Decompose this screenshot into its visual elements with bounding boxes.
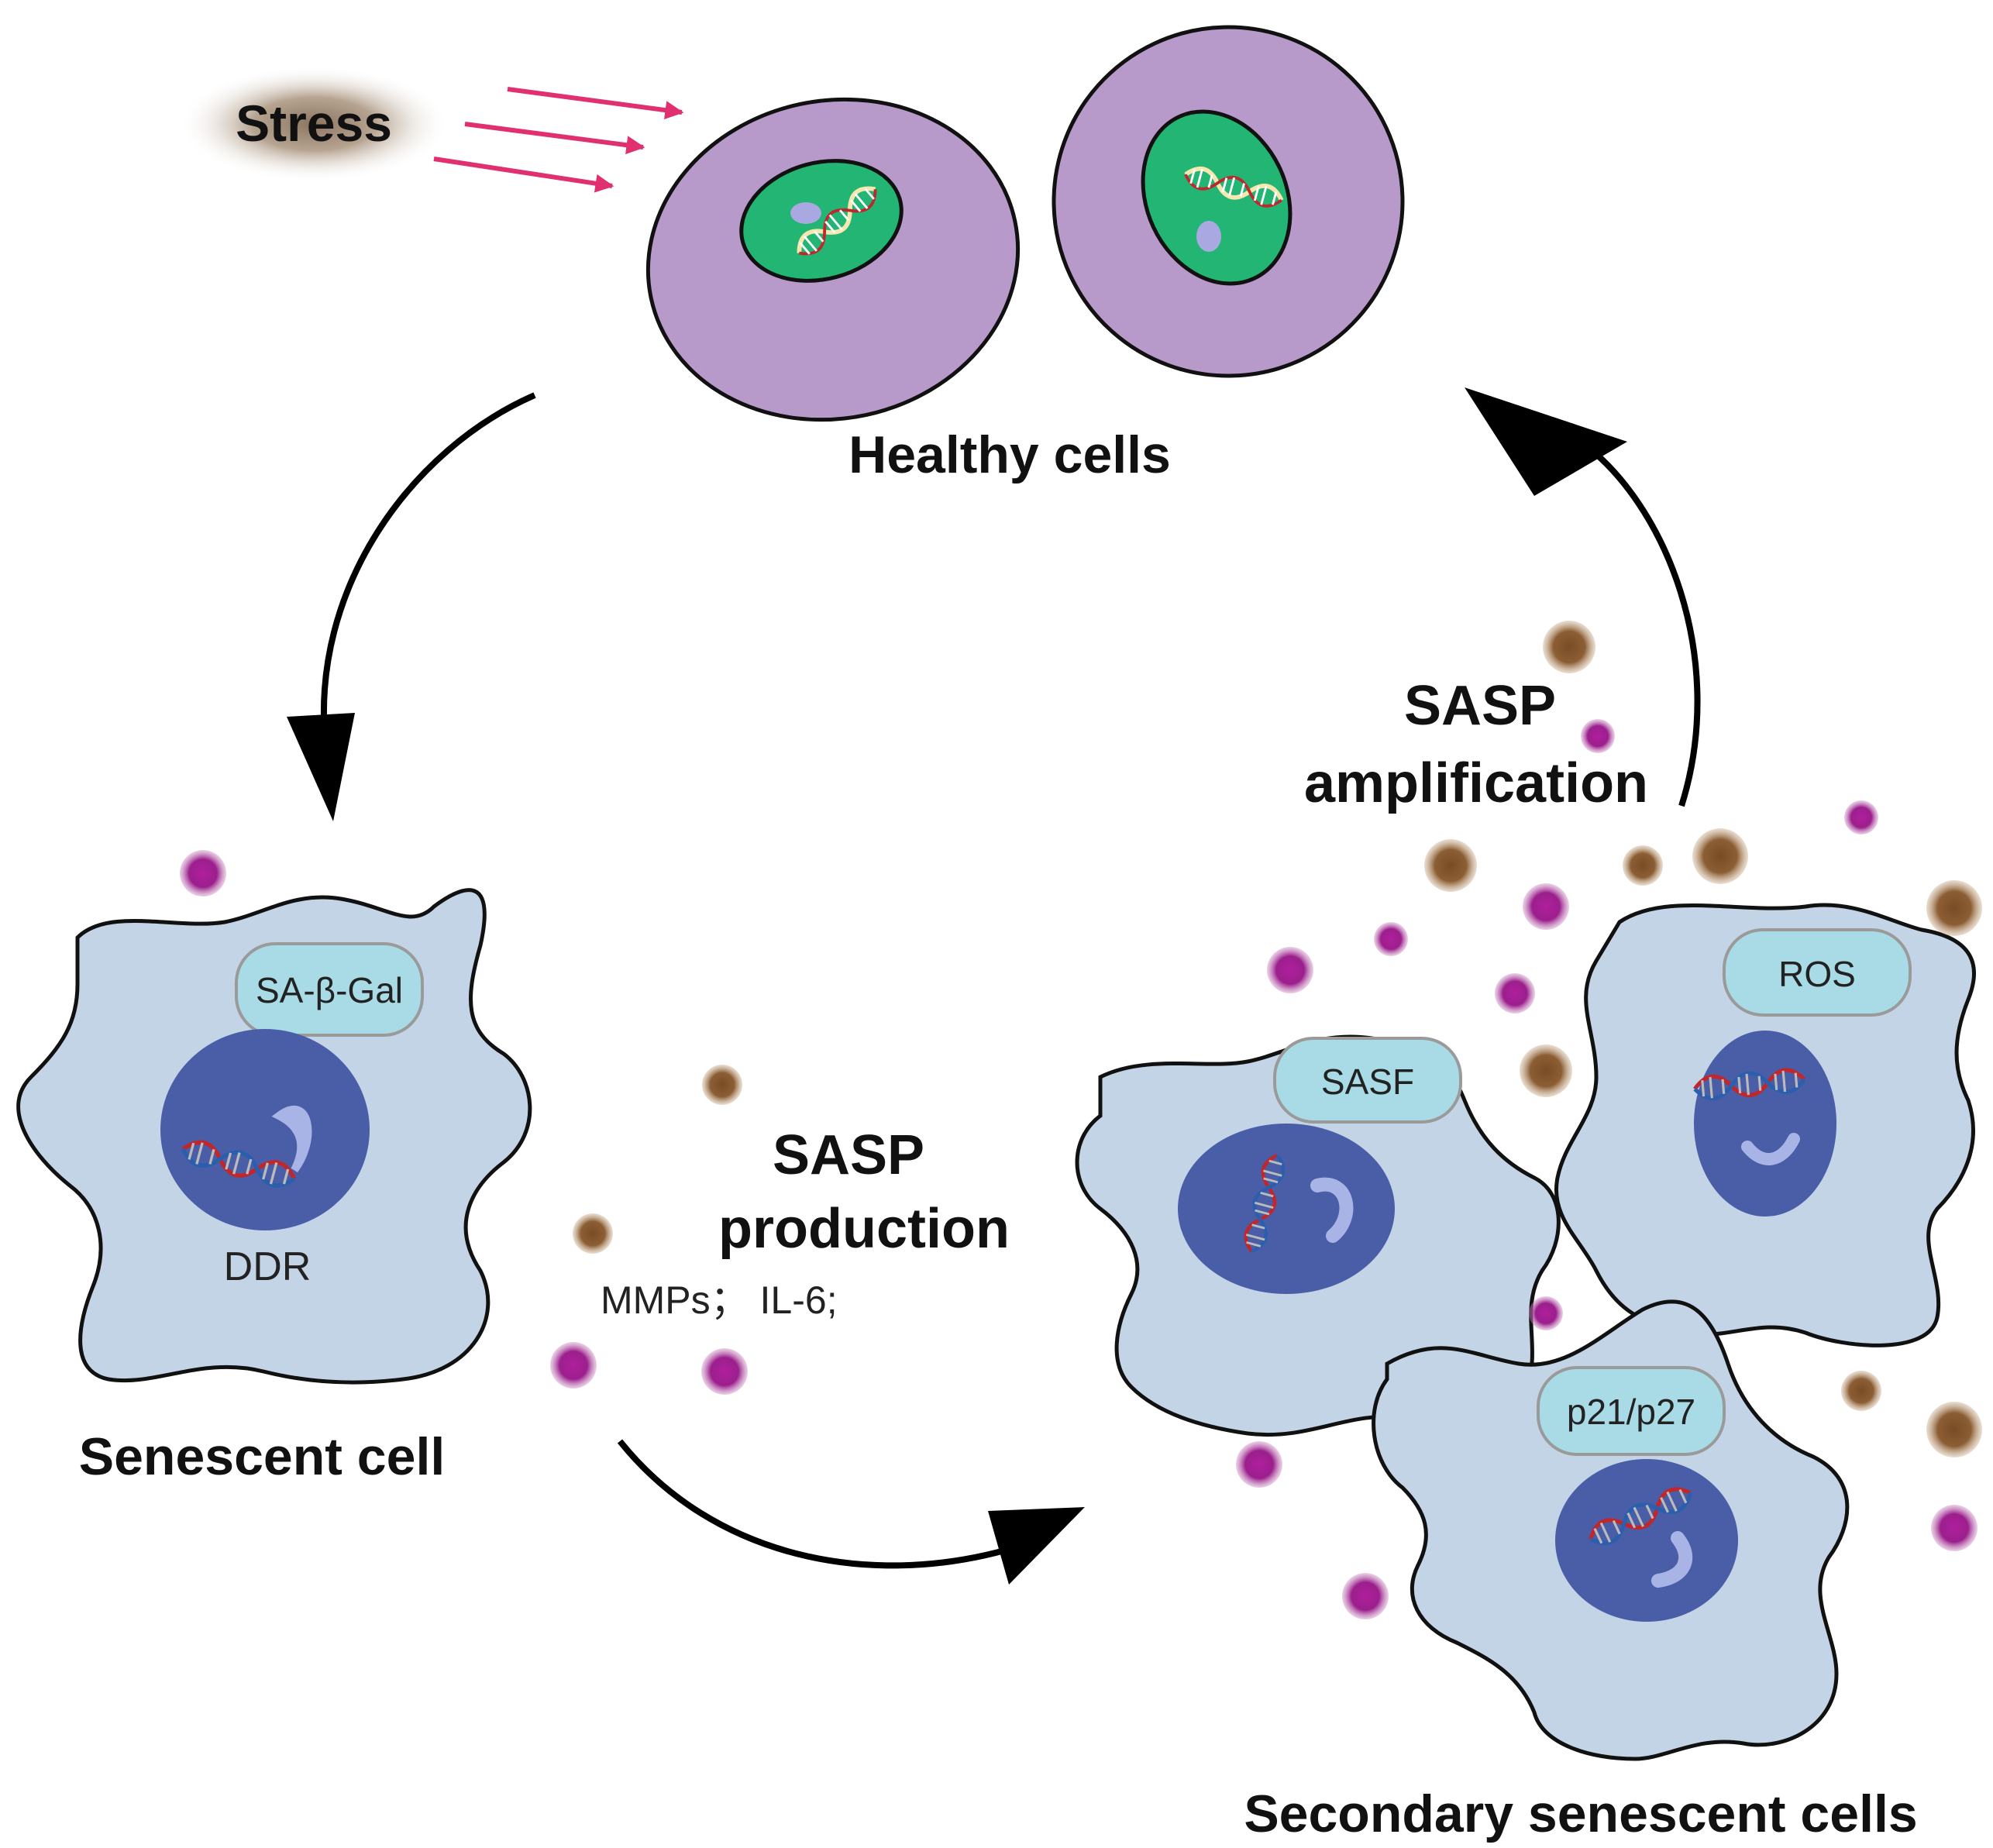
sasp-amplification-label-line2: amplification [1304,752,1648,814]
sasp-particles [180,621,1982,1619]
secondary-cell-p21-p27-nucleolus [1651,1531,1693,1588]
senescent-cell: SA-β-Gal DDR [16,888,532,1385]
particle-brown [573,1213,613,1254]
stress-arrow-2 [464,122,645,155]
arrow-healthy-to-senescent [287,392,536,821]
ddr-label: DDR [224,1244,312,1289]
secondary-cell-p21-p27-nucleus [1555,1459,1738,1622]
ros-label: ROS [1778,954,1856,994]
particle-purple [550,1342,597,1389]
sasp-factors-label: MMPs； IL-6; [601,1278,838,1322]
stress-group: Stress [178,66,684,193]
secondary-cell-ros: ROS [1554,903,1976,1347]
particle-purple [1523,883,1569,930]
stress-arrows [433,87,684,193]
secondary-senescent-cells-label: Secondary senescent cells [1244,1784,1917,1843]
particle-purple [1236,1441,1282,1488]
sa-beta-gal-label: SA-β-Gal [256,970,403,1010]
senescent-cell-nucleolus [271,1106,312,1172]
healthy-cell-left [645,97,1021,422]
stress-label: Stress [236,95,392,152]
secondary-cell-ros-nucleus [1694,1031,1836,1217]
particle-purple [1342,1573,1389,1619]
arrow-senescent-to-secondary [617,1439,1085,1585]
arrow-secondary-to-healthy [1465,387,1701,807]
particle-purple [1931,1505,1978,1551]
particle-purple [701,1348,748,1395]
stress-glow [178,66,449,182]
particle-purple [1495,973,1535,1013]
sasf-label: SASF [1321,1062,1414,1102]
sa-beta-gal-marker [235,942,424,1037]
senescent-cell-label: Senescent cell [79,1427,445,1486]
healthy-cells-label: Healthy cells [848,425,1171,484]
particle-brown [1926,1402,1982,1457]
particle-purple [1844,800,1878,835]
p21-p27-label: p21/p27 [1567,1392,1695,1432]
particle-brown [1543,621,1595,673]
particle-purple [1529,1296,1563,1330]
secondary-cell-sasf-nucleolus [1310,1177,1354,1243]
sasp-production-label-line2: production [718,1198,1010,1260]
particle-brown [1926,880,1982,936]
sasp-production-label-line1: SASP [773,1124,924,1186]
ros-marker [1723,928,1912,1017]
stress-arrow-3 [433,157,614,193]
secondary-cell-p21-p27: p21/p27 [1372,1299,1850,1761]
healthy-cell-right [1052,25,1405,378]
particle-brown [1623,845,1663,886]
particle-purple [1267,947,1313,993]
secondary-cell-ros-nucleolus [1741,1133,1800,1165]
secondary-cell-sasf-nucleus [1178,1124,1395,1294]
sasf-marker [1273,1037,1462,1124]
particle-brown [1692,828,1748,884]
particle-purple [180,850,226,896]
particle-brown [1424,839,1477,892]
sasp-amplification-label-line1: SASP [1404,675,1556,737]
healthy-cell-right-nucleolus [1196,221,1221,252]
particle-brown [1520,1044,1572,1097]
healthy-cell-right-nucleus [1141,109,1293,286]
stress-arrow-1 [507,87,684,120]
p21-p27-marker [1537,1366,1726,1456]
particle-brown [1841,1371,1881,1411]
particle-purple [1374,922,1408,956]
particle-brown [702,1065,742,1105]
healthy-cell-left-nucleolus [790,202,821,224]
particle-purple [1581,719,1615,753]
senescent-cell-nucleus [160,1029,370,1230]
secondary-cell-sasf: SASF [1075,1034,1561,1437]
